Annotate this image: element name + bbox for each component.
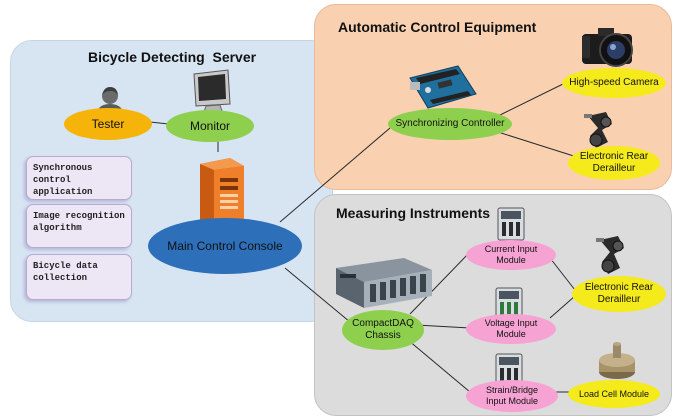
strain-module-icon [495, 353, 523, 387]
derailleur-icon-measuring [596, 236, 624, 274]
load-cell-module-node: Load Cell Module [568, 380, 660, 408]
main-control-console-node: Main Control Console [148, 218, 302, 274]
electronic-rear-derailleur-node-auto: Electronic Rear Derailleur [568, 146, 660, 180]
camera-icon [582, 28, 633, 67]
compactdaq-chassis-node: CompactDAQ Chassis [342, 310, 424, 350]
synchronizing-controller-node: Synchronizing Controller [388, 108, 512, 140]
monitor-node: Monitor [166, 110, 254, 142]
electronic-rear-derailleur-node-measuring: Electronic Rear Derailleur [572, 276, 666, 312]
module-image-recognition: Image recognition algorithm [26, 204, 132, 248]
server-title: Bicycle Detecting Server [88, 49, 257, 65]
current-input-module-node: Current Input Module [466, 240, 556, 270]
voltage-module-icon [495, 287, 523, 321]
current-module-icon [497, 207, 525, 241]
controller-board-icon [409, 65, 477, 109]
module-bicycle-data-collection: Bicycle data collection [26, 254, 132, 300]
strain-bridge-input-module-node: Strain/Bridge Input Module [466, 380, 558, 412]
tester-node: Tester [64, 108, 152, 140]
module-synchronous-control: Synchronous control application [26, 156, 132, 200]
daq-chassis-icon [336, 258, 432, 308]
load-cell-icon [599, 342, 635, 379]
high-speed-camera-node: High-speed Camera [562, 68, 666, 98]
auto-control-title: Automatic Control Equipment [338, 19, 537, 35]
monitor-icon [193, 69, 231, 116]
measuring-title: Measuring Instruments [336, 205, 491, 221]
voltage-input-module-node: Voltage Input Module [466, 314, 556, 344]
derailleur-icon [584, 112, 612, 148]
